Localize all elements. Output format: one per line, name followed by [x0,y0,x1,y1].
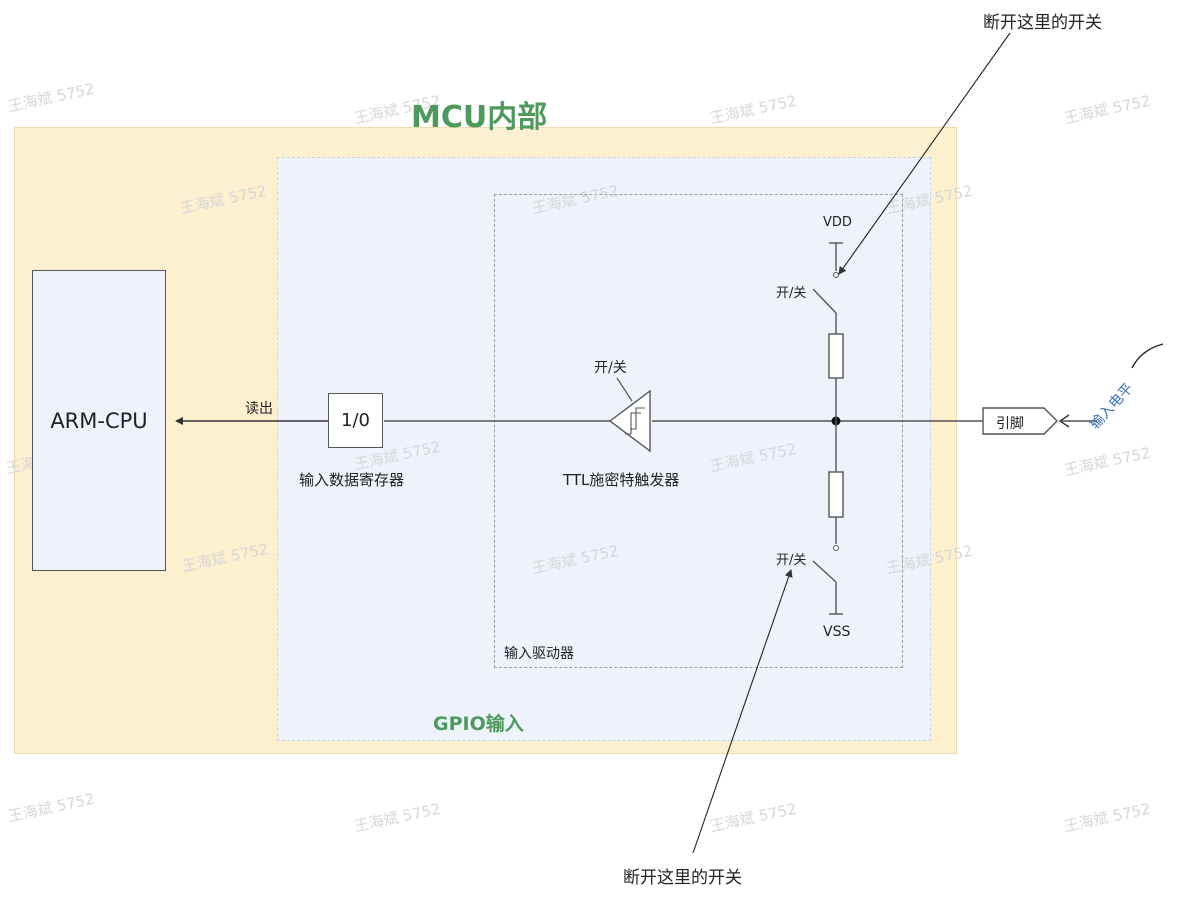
pin-connector [982,407,1058,435]
register-label: 输入数据寄存器 [299,471,405,489]
annotation-bottom: 断开这里的开关 [623,868,742,888]
vss-label: VSS [823,624,851,640]
input-driver-region [494,194,903,668]
ttl-label: TTL施密特触发器 [563,471,680,489]
input-level-arrowhead [1058,414,1070,428]
top-switch-label: 开/关 [776,286,807,301]
ttl-switch-blade [616,377,633,402]
pin-label: 引脚 [996,416,1024,432]
driver-label: 输入驱动器 [504,646,574,662]
arm-cpu-block: ARM-CPU [32,270,166,571]
gpio-title: GPIO输入 [433,713,524,735]
mcu-title: MCU内部 [411,100,548,135]
input-level-curve [1131,343,1164,369]
vdd-switch-contact [833,272,839,278]
cpu-label: ARM-CPU [50,408,148,433]
annotation-top: 断开这里的开关 [983,13,1102,33]
gpio-input-region [277,157,931,741]
top-switch-blade [812,288,837,314]
bottom-switch-blade [812,560,837,583]
pull-down-resistor [828,471,844,518]
input-data-register: 1/0 [328,393,383,448]
register-value: 1/0 [341,410,370,431]
read-label: 读出 [245,401,273,417]
pull-up-resistor [828,333,844,379]
ttl-switch-label: 开/关 [594,360,627,376]
vdd-label: VDD [823,215,852,230]
annotation-arrow-bottom [692,569,793,854]
vss-switch-contact [833,545,839,551]
annotation-arrow-top [838,32,1011,275]
bottom-switch-label: 开/关 [776,553,807,568]
hysteresis-mark [630,407,645,430]
schmitt-trigger-triangle [608,389,651,453]
